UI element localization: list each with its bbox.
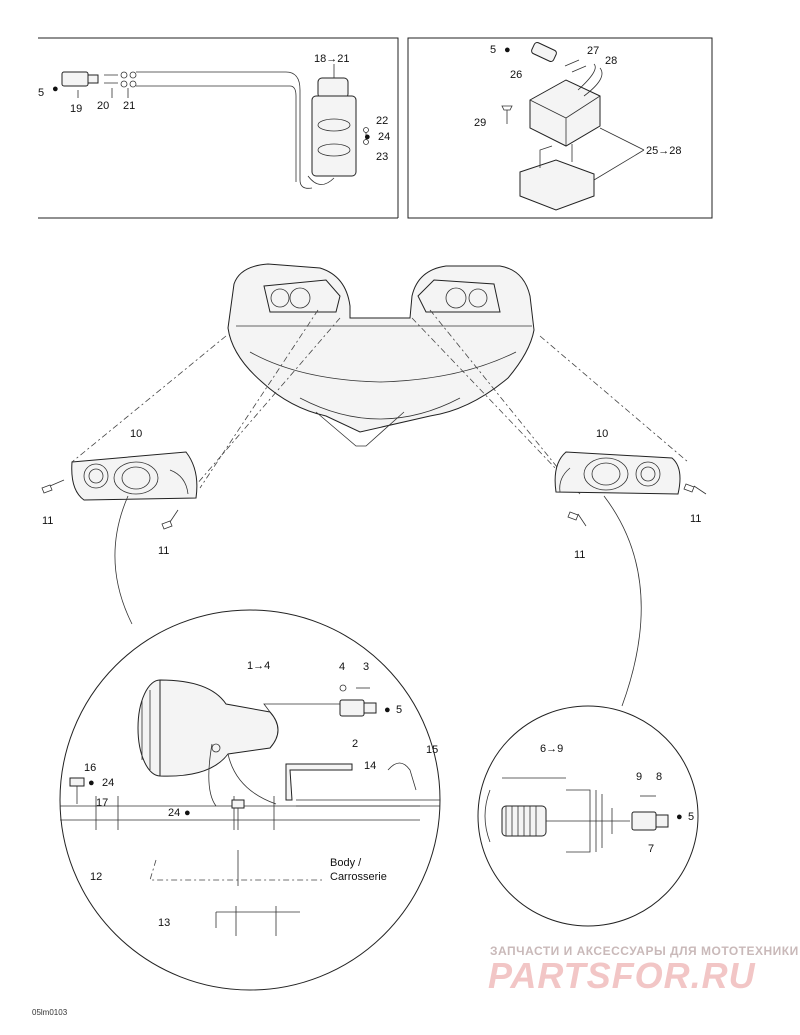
bulb-detail-circle bbox=[477, 705, 699, 927]
clamp-15 bbox=[387, 762, 417, 791]
callout-12: 12 bbox=[90, 871, 102, 883]
callout-5: 5 bbox=[38, 87, 44, 99]
terminal-20 bbox=[104, 74, 118, 84]
drop-icon: ● bbox=[384, 704, 391, 716]
callout-29: 29 bbox=[474, 117, 486, 129]
callout-4: 4 bbox=[339, 661, 345, 673]
drop-icon: ● bbox=[504, 44, 511, 56]
callout-22: 22 bbox=[376, 115, 388, 127]
callout-24: 24 bbox=[168, 807, 180, 819]
callout-7: 7 bbox=[648, 843, 654, 855]
body-label: Body / bbox=[330, 857, 362, 869]
fairing bbox=[71, 263, 689, 495]
bracket-25-28 bbox=[519, 144, 595, 211]
callout-14: 14 bbox=[364, 760, 376, 772]
spacer-24 bbox=[231, 799, 245, 809]
callout-24: 24 bbox=[378, 131, 390, 143]
callout-21: 21 bbox=[123, 100, 135, 112]
callout-5: 5 bbox=[396, 704, 402, 716]
callout-27: 27 bbox=[587, 45, 599, 57]
watermark-text: ЗАПЧАСТИ И АКСЕССУАРЫ ДЛЯ МОТОТЕХНИКИ bbox=[490, 944, 799, 958]
callout-20: 20 bbox=[97, 100, 109, 112]
callout-10: 10 bbox=[130, 428, 142, 440]
relay-18-21 bbox=[307, 77, 357, 185]
callout-11: 11 bbox=[42, 515, 53, 527]
callout-28: 28 bbox=[605, 55, 617, 67]
left-headlight-pod bbox=[263, 279, 341, 313]
watermark-logo: PARTSFOR.RU bbox=[488, 955, 756, 996]
callout-23: 23 bbox=[376, 151, 388, 163]
callout-5: 5 bbox=[688, 811, 694, 823]
callout-19: 19 bbox=[70, 103, 82, 115]
drop-icon: ● bbox=[676, 811, 683, 823]
headlight-detail-circle bbox=[59, 609, 441, 991]
connector-19 bbox=[61, 71, 89, 87]
drop-icon: ● bbox=[364, 131, 371, 143]
callout-11: 11 bbox=[690, 513, 701, 525]
document-code: 05lm0103 bbox=[32, 1008, 68, 1017]
drop-icon: ● bbox=[184, 807, 191, 819]
callout-10: 10 bbox=[596, 428, 608, 440]
callout-8: 8 bbox=[656, 771, 662, 783]
callout-17: 17 bbox=[96, 797, 108, 809]
top-right-panel bbox=[407, 37, 713, 219]
callout-6-9: 6→9 bbox=[540, 743, 563, 755]
regulator-box bbox=[529, 63, 603, 147]
callout-labels: 5 ● 19 20 21 18→21 22 ● 24 23 5 ● 26 27 … bbox=[38, 44, 701, 929]
bolt-16 bbox=[69, 777, 85, 787]
headlight-1-4 bbox=[137, 679, 279, 807]
fuse-26 bbox=[531, 41, 557, 63]
top-left-panel bbox=[38, 37, 399, 219]
callout-24: 24 bbox=[102, 777, 114, 789]
callout-3: 3 bbox=[363, 661, 369, 673]
callout-1-4: 1→4 bbox=[247, 660, 270, 672]
callout-15: 15 bbox=[426, 744, 438, 756]
callout-26: 26 bbox=[510, 69, 522, 81]
screws-11 bbox=[41, 479, 707, 530]
drop-icon: ● bbox=[52, 83, 59, 95]
right-bezel-10 bbox=[554, 451, 681, 495]
callout-11: 11 bbox=[158, 545, 169, 557]
callout-5: 5 bbox=[490, 44, 496, 56]
callout-25-28: 25→28 bbox=[646, 145, 681, 157]
callout-11: 11 bbox=[574, 549, 585, 561]
left-bezel-10 bbox=[71, 451, 198, 501]
callout-2: 2 bbox=[352, 738, 358, 750]
body-label: Carrosserie bbox=[330, 871, 387, 883]
right-headlight-pod bbox=[417, 279, 501, 313]
socket-7 bbox=[631, 811, 657, 831]
callout-13: 13 bbox=[158, 917, 170, 929]
callout-18-21: 18→21 bbox=[314, 53, 349, 65]
callout-9: 9 bbox=[636, 771, 642, 783]
callout-16: 16 bbox=[84, 762, 96, 774]
drop-icon: ● bbox=[88, 777, 95, 789]
bracket-14 bbox=[285, 763, 353, 801]
part-13 bbox=[215, 906, 300, 936]
connector-2 bbox=[339, 699, 365, 717]
